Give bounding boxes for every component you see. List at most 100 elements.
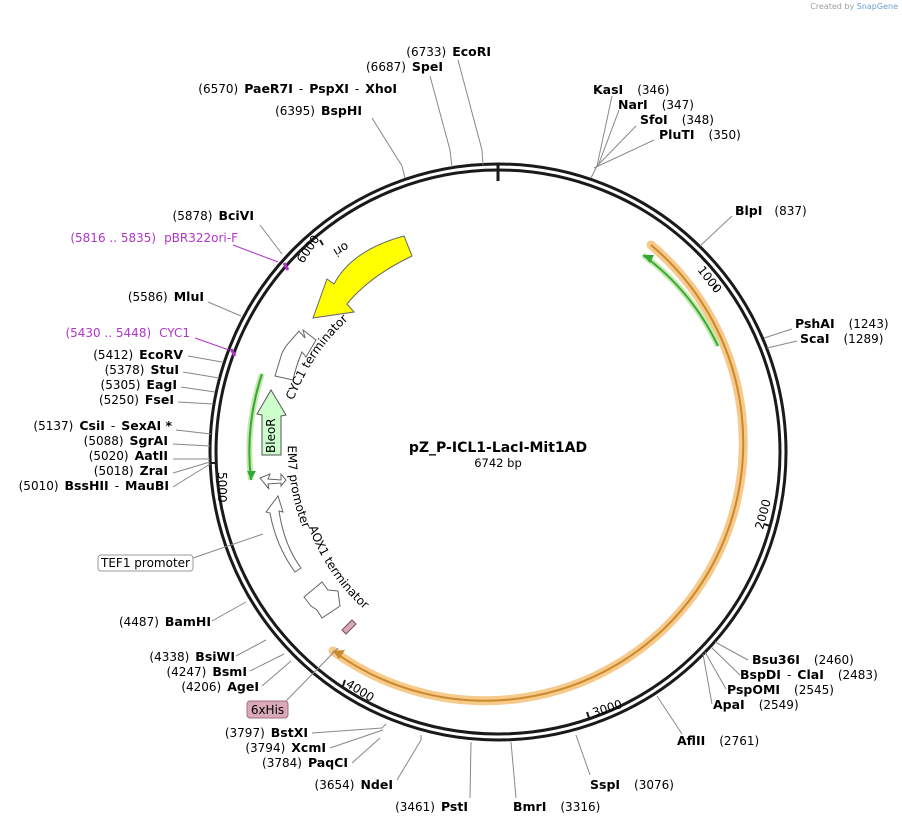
site-sfoi[interactable]: SfoI(348) — [640, 112, 714, 127]
site-ecorv[interactable]: (5412)EcoRV — [93, 347, 183, 362]
site-xhoi-group[interactable]: (6570)PaeR7I-PspXI-XhoI — [198, 81, 397, 96]
site-bsiwi[interactable]: (4338)BsiWI — [149, 649, 235, 664]
site-pshai[interactable]: PshAI (1243) — [795, 316, 889, 331]
green-track-left-arrowhead — [247, 471, 256, 480]
site-xcmi-name: XcmI — [291, 740, 326, 755]
site-sgrai[interactable]: (5088)SgrAI — [84, 433, 168, 448]
site-pspomi[interactable]: PspOMI(2545) — [727, 682, 834, 697]
site-bsshii-group[interactable]: (5010)BssHII-MauBI — [19, 478, 169, 493]
site-spei[interactable]: (6687)SpeI — [366, 59, 443, 74]
site-agei-pos: (4206) — [181, 680, 221, 694]
site-bstxi[interactable]: (3797)BstXI — [225, 725, 308, 740]
green-track-left — [246, 373, 265, 481]
site-bsmi-pos: (4247) — [166, 665, 206, 679]
aox1-terminator-arrow-b[interactable] — [303, 581, 341, 619]
six-his-label: 6xHis — [251, 703, 284, 717]
site-bamhi[interactable]: (4487)BamHI — [119, 614, 211, 629]
aox1-terminator-feature[interactable]: AOX1 terminator — [265, 494, 372, 619]
primer-cyc1[interactable]: (5430 .. 5448) CYC1 — [65, 326, 190, 340]
site-psti[interactable]: (3461)PstI — [395, 799, 468, 814]
em7-promoter-feature[interactable]: EM7 promoter — [259, 445, 313, 530]
site-sspi[interactable]: SspI(3076) — [590, 777, 674, 792]
site-sgrai-name: SgrAI — [130, 433, 168, 448]
green-track-left-line — [248, 373, 263, 481]
orf-line — [332, 244, 745, 702]
tef1-promoter-callout[interactable]: TEF1 promoter — [97, 554, 194, 572]
site-blpi[interactable]: BlpI(837) — [735, 203, 807, 218]
leader-agei — [261, 660, 292, 687]
site-pshai-pos: (1243) — [849, 317, 889, 331]
site-bmri[interactable]: BmrI(3316) — [513, 799, 600, 814]
site-bspdi-group[interactable]: BspDI-ClaI(2483) — [740, 667, 878, 682]
primer-pbr322ori-f-range: (5816 .. 5835) — [70, 231, 156, 245]
site-mlui-name: MluI — [174, 289, 204, 304]
ori-arrow[interactable] — [312, 235, 413, 319]
leader-ndei — [396, 735, 422, 781]
site-aatii-pos: (5020) — [89, 449, 129, 463]
site-zrai[interactable]: (5018)ZraI — [94, 463, 168, 478]
aox1-terminator-arrow-a[interactable] — [265, 494, 302, 573]
leader-xcmi — [329, 729, 384, 749]
site-ndei[interactable]: (3654)NdeI — [315, 777, 393, 792]
site-fsei[interactable]: (5250)FseI — [99, 392, 174, 407]
em7-promoter-label: EM7 promoter — [285, 445, 313, 529]
site-aflii-name: AflII — [677, 733, 705, 748]
site-apai-pos: (2549) — [759, 698, 799, 712]
site-bsu36i-pos: (2460) — [814, 653, 854, 667]
primer-cyc1-range: (5430 .. 5448) — [65, 326, 151, 340]
leader-psti — [469, 741, 472, 799]
site-scai[interactable]: ScaI (1289) — [800, 331, 883, 346]
leader-sfoi — [595, 125, 637, 168]
primer-cyc1-name: CYC1 — [159, 326, 190, 340]
site-aflii-pos: (2761) — [719, 734, 759, 748]
leader-cyc1-primer — [194, 337, 230, 351]
site-stui[interactable]: (5378)StuI — [105, 362, 179, 377]
leader-csii — [175, 429, 212, 435]
six-his-callout[interactable]: 6xHis — [246, 700, 289, 719]
site-kasi[interactable]: KasI(346) — [593, 82, 670, 97]
site-psti-name: PstI — [441, 799, 468, 814]
site-bsmi[interactable]: (4247)BsmI — [166, 664, 247, 679]
site-ecori[interactable]: (6733)EcoRI — [406, 44, 491, 59]
six-his-feature[interactable] — [341, 619, 357, 635]
site-aatii[interactable]: (5020)AatII — [89, 448, 168, 463]
site-apai[interactable]: ApaI(2549) — [713, 697, 799, 712]
site-aflii[interactable]: AflII (2761) — [677, 733, 759, 748]
leader-blpi — [699, 215, 733, 247]
site-bsu36i[interactable]: Bsu36I(2460) — [752, 652, 854, 667]
site-pluti-pos: (350) — [709, 128, 741, 142]
site-agei[interactable]: (4206)AgeI — [181, 679, 259, 694]
site-sfoi-pos: (348) — [682, 113, 714, 127]
site-paqci[interactable]: (3784)PaqCI — [262, 755, 348, 770]
em7-promoter-arrow[interactable] — [259, 472, 287, 490]
site-ecorv-name: EcoRV — [139, 347, 183, 362]
site-bmri-pos: (3316) — [560, 800, 600, 814]
site-pshai-name: PshAI — [795, 316, 835, 331]
bleor-feature[interactable]: BleoR — [256, 389, 287, 456]
site-scai-pos: (1289) — [844, 332, 884, 346]
site-kasi-pos: (346) — [637, 83, 669, 97]
site-xcmi[interactable]: (3794)XcmI — [245, 740, 326, 755]
site-pluti[interactable]: PluTI(350) — [659, 127, 741, 142]
site-mlui[interactable]: (5586)MluI — [128, 289, 204, 304]
site-csii-pos: (5137) — [33, 419, 73, 433]
site-nari[interactable]: NarI(347) — [618, 97, 694, 112]
leader-bmri — [510, 741, 517, 799]
tick-mark-1000 — [713, 284, 718, 290]
site-bsphi[interactable]: (6395)BspHI — [275, 103, 362, 118]
snapgene-brand: Created by SnapGene — [810, 2, 898, 11]
cyc1-terminator-arrow[interactable] — [274, 328, 317, 381]
primer-mark-pbr322ori-f — [282, 262, 290, 271]
site-ecori-name: EcoRI — [452, 44, 491, 59]
site-scai-name: ScaI — [800, 331, 830, 346]
enzyme-labels: (6733)EcoRI (6687)SpeI (6570)PaeR7I-PspX… — [19, 44, 889, 814]
site-eagi[interactable]: (5305)EagI — [101, 377, 177, 392]
primer-pbr322ori-f[interactable]: (5816 .. 5835)pBR322ori-F — [70, 231, 238, 245]
ori-feature[interactable]: ori — [312, 235, 413, 319]
site-clai-name: ClaI — [797, 667, 824, 682]
cyc1-terminator-feature[interactable]: CYC1 terminator — [274, 311, 350, 402]
site-bcivi[interactable]: (5878)BciVI — [173, 208, 254, 223]
site-csii-group[interactable]: (5137)CsiI-SexAI * — [33, 418, 172, 433]
tick-mark-4000 — [342, 679, 346, 687]
bleor-arrow[interactable] — [256, 389, 287, 456]
